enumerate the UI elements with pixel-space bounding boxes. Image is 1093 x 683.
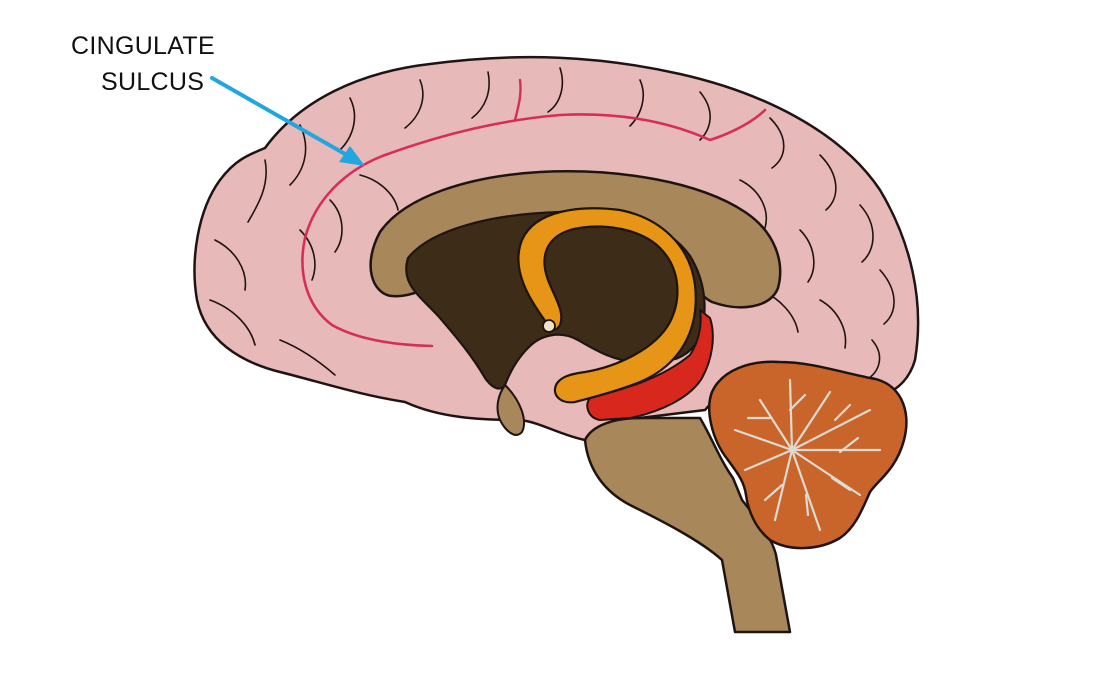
cingulate-label-line-2: SULCUS (101, 68, 205, 96)
arbor-vitae (733, 378, 882, 532)
septum-region (496, 383, 525, 436)
cingulate-sulcus-line (301, 108, 767, 348)
cerebellum (708, 360, 908, 550)
annotation-arrow (210, 76, 365, 166)
cingulate-label-line-1: CINGULATE (71, 32, 215, 60)
thalamus-strip (586, 309, 714, 421)
cingulate-branch (513, 78, 522, 122)
fornix (517, 207, 697, 404)
mammillary-body (542, 319, 556, 333)
